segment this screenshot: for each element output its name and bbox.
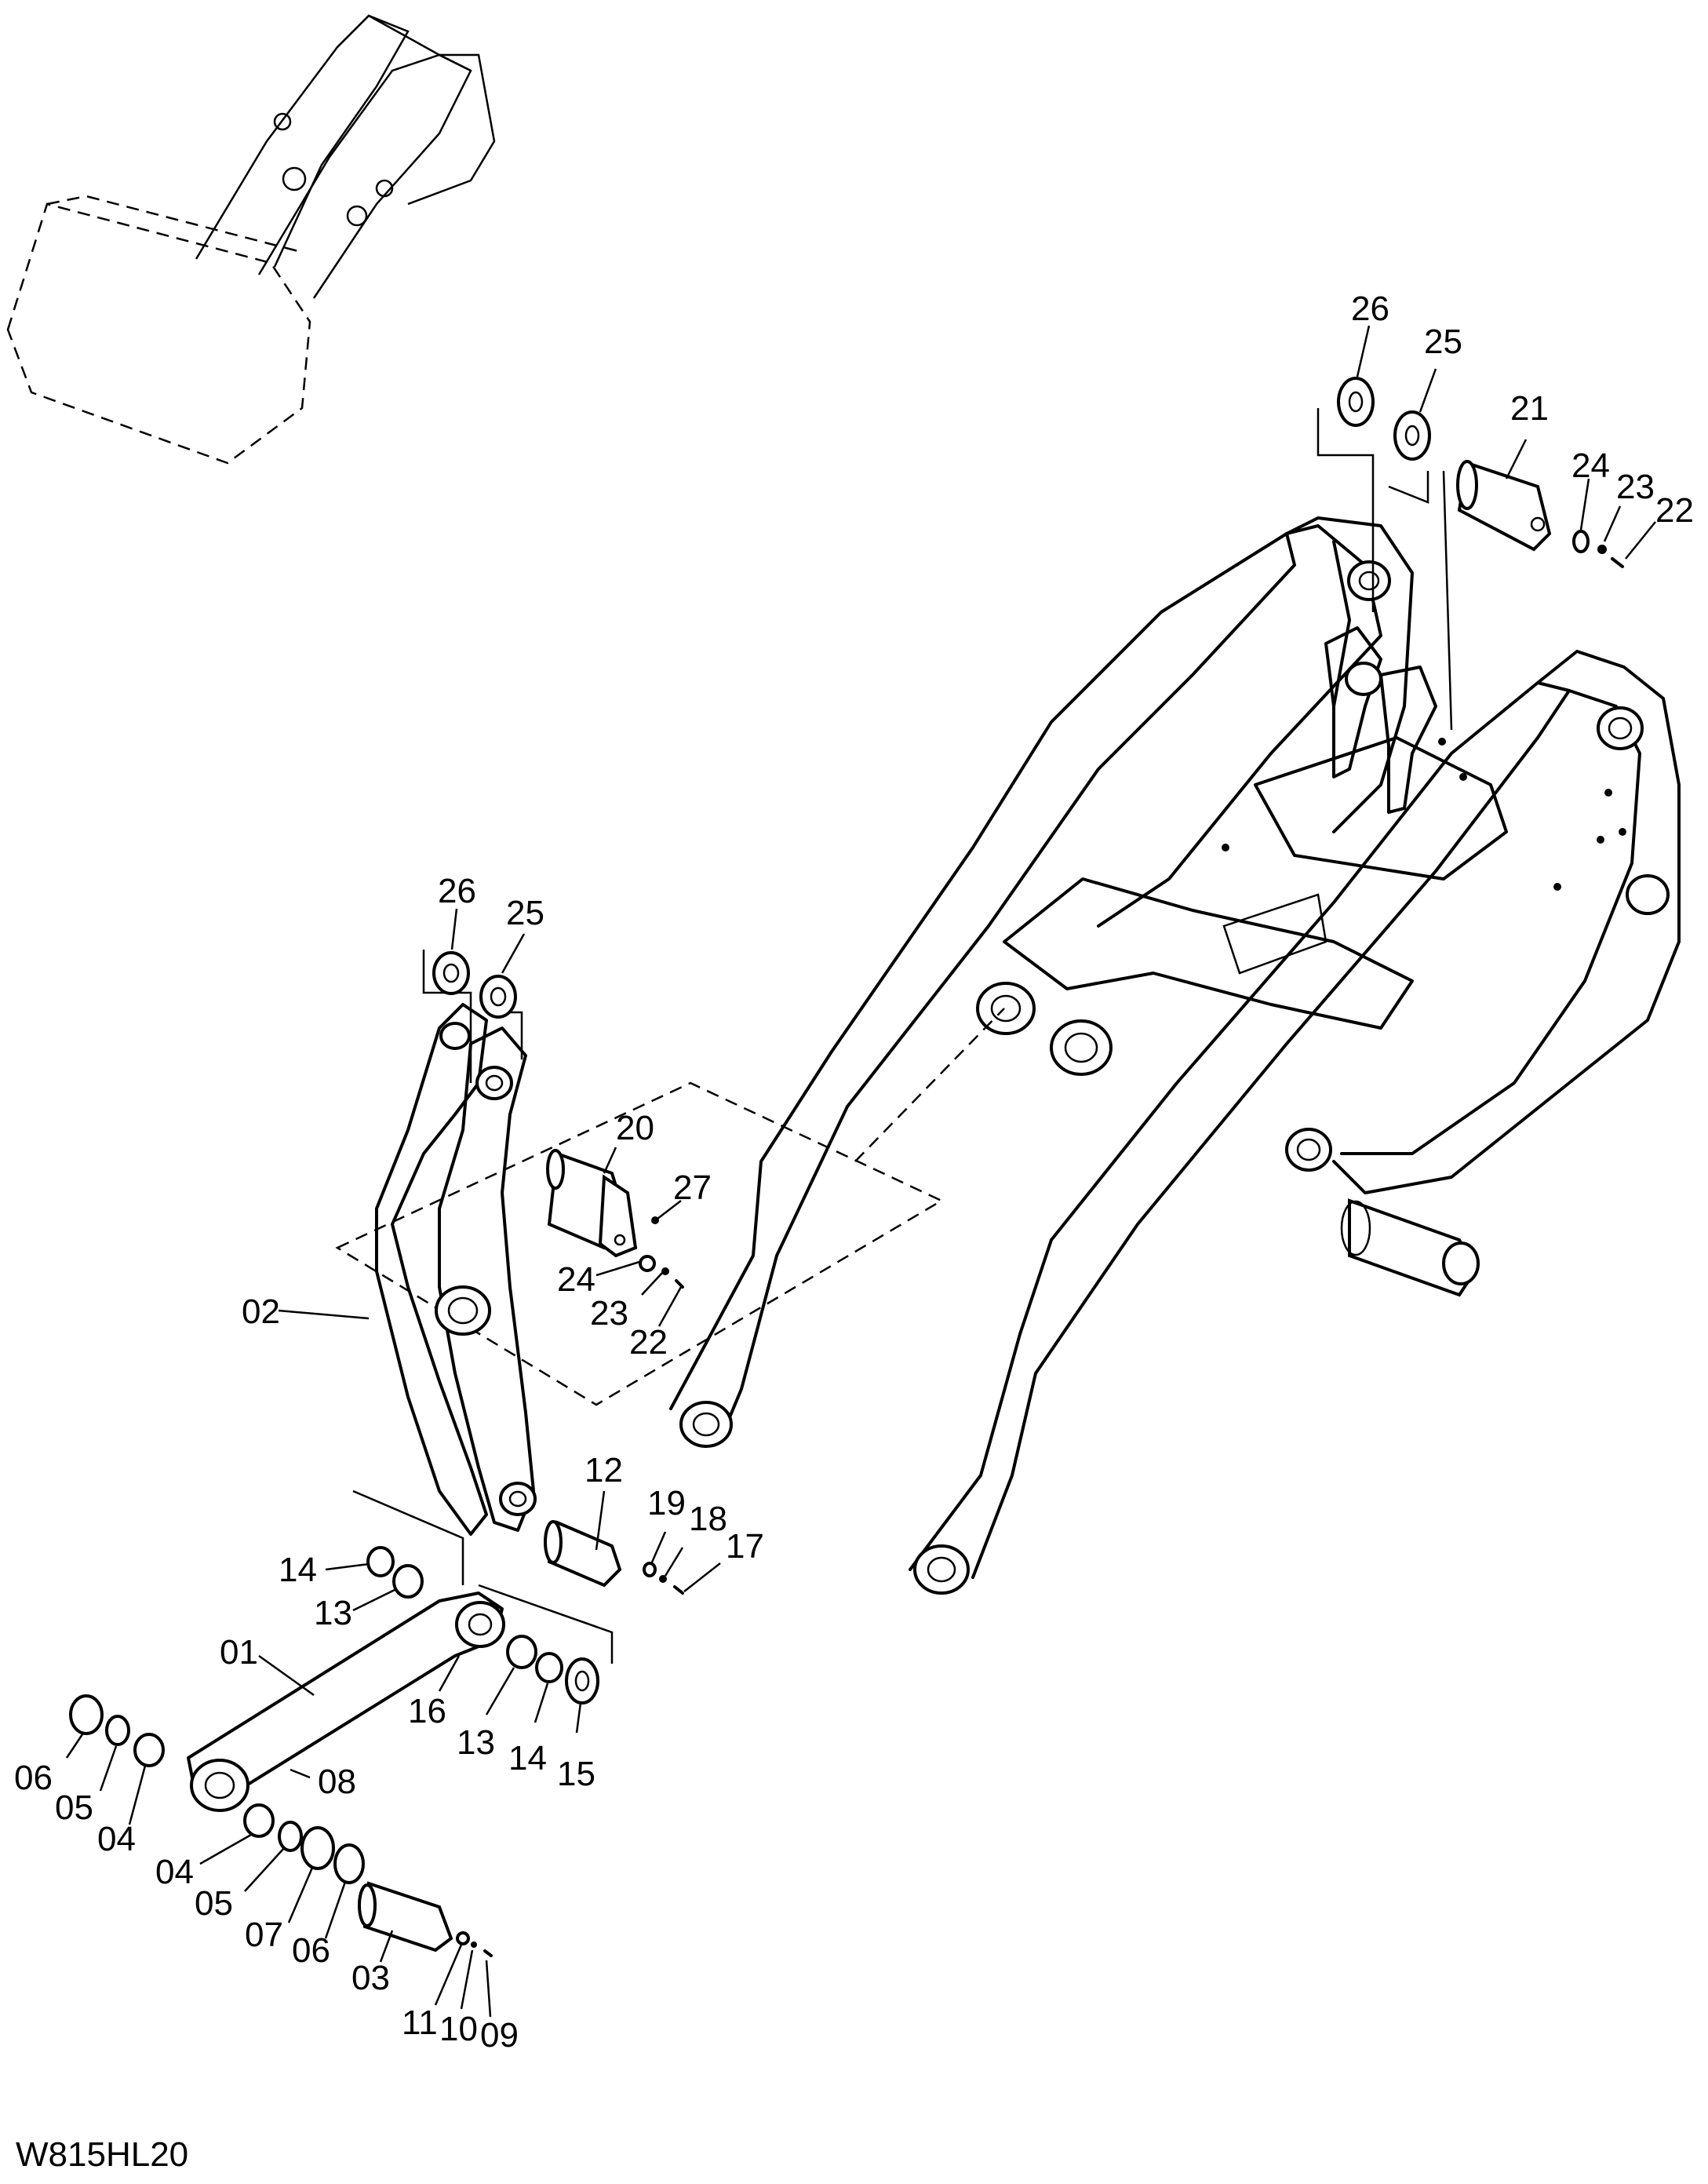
label-07: 07 xyxy=(245,1916,283,1954)
label-21: 21 xyxy=(1510,389,1549,428)
label-08: 08 xyxy=(318,1763,356,1801)
label-26-lower: 26 xyxy=(438,872,476,910)
label-26-upper: 26 xyxy=(1351,290,1389,328)
label-04-left: 04 xyxy=(97,1820,136,1858)
label-14-right: 14 xyxy=(508,1739,547,1777)
label-18: 18 xyxy=(689,1500,727,1538)
label-12: 12 xyxy=(585,1451,623,1489)
bellcrank-group xyxy=(335,950,1005,1595)
upper-pin-group xyxy=(1317,377,1624,731)
callout-labels: 26 25 21 24 23 22 26 25 20 27 24 23 22 0… xyxy=(14,290,1694,2055)
label-02: 02 xyxy=(242,1293,280,1331)
link-group xyxy=(69,1489,614,1957)
label-14-left: 14 xyxy=(279,1551,317,1589)
drawing-code: W815HL20 xyxy=(16,2135,188,2174)
leader-lines xyxy=(65,325,1656,2018)
label-17: 17 xyxy=(726,1527,764,1566)
washer-23-upper xyxy=(1597,545,1607,554)
pin-03 xyxy=(362,1881,453,1952)
label-11: 11 xyxy=(402,2004,438,2042)
label-22-lower: 22 xyxy=(629,1323,668,1362)
label-24-lower: 24 xyxy=(557,1260,595,1299)
label-05-left: 05 xyxy=(55,1788,93,1827)
shim-26-lower xyxy=(432,951,470,995)
label-24-upper: 24 xyxy=(1571,447,1610,485)
label-16: 16 xyxy=(408,1692,446,1730)
label-13-left: 13 xyxy=(314,1594,352,1632)
shim-26-upper xyxy=(1337,377,1375,427)
washer-24-upper xyxy=(1572,530,1590,553)
label-03: 03 xyxy=(351,1959,390,1997)
label-20: 20 xyxy=(616,1109,654,1147)
label-23-lower: 23 xyxy=(590,1294,628,1333)
shim-25-lower xyxy=(479,975,517,1019)
label-05-right: 05 xyxy=(195,1884,233,1923)
label-27: 27 xyxy=(673,1169,712,1207)
shim-25-upper xyxy=(1393,410,1431,461)
label-10: 10 xyxy=(439,2010,478,2048)
label-23-upper: 23 xyxy=(1616,468,1655,506)
label-25-upper: 25 xyxy=(1424,323,1462,361)
label-19: 19 xyxy=(647,1484,686,1522)
overview-thumbnail xyxy=(6,14,496,465)
label-04-right: 04 xyxy=(155,1853,194,1891)
label-13-right: 13 xyxy=(457,1723,495,1762)
label-06-right: 06 xyxy=(292,1931,330,1970)
label-01: 01 xyxy=(220,1633,258,1672)
boom-frame xyxy=(669,516,1681,1595)
label-15: 15 xyxy=(557,1755,595,1793)
label-06-left: 06 xyxy=(14,1759,53,1797)
label-22-upper: 22 xyxy=(1655,491,1694,530)
label-09: 09 xyxy=(480,2016,519,2055)
label-25-lower: 25 xyxy=(506,894,544,932)
